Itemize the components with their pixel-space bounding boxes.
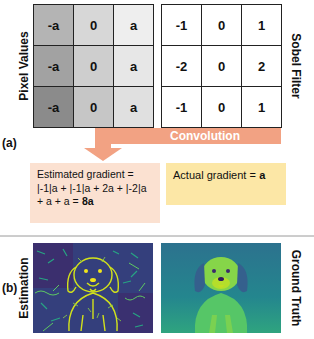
illustration-part <box>212 269 216 273</box>
illustration-part <box>35 263 145 331</box>
pixel-cell: -a <box>33 4 74 46</box>
illustration-part <box>63 257 121 321</box>
illustration-part <box>69 293 117 331</box>
illustration-part <box>84 269 102 282</box>
illustration-part <box>110 267 118 292</box>
illustration-part <box>74 258 112 292</box>
estimation-image <box>33 243 153 333</box>
illustration-part <box>37 249 143 327</box>
arrow-label: Convolution <box>130 128 280 144</box>
illustration-part <box>161 243 281 333</box>
illustration-part <box>68 267 76 292</box>
filter-cell: -1 <box>161 4 202 46</box>
illustration-part <box>194 263 205 292</box>
axis-label: Ground Truth <box>289 250 303 327</box>
illustration-part <box>218 277 224 281</box>
illustration-part <box>90 278 96 282</box>
illustration-part <box>202 257 240 291</box>
illustration-part <box>226 269 230 273</box>
result-value: a <box>259 169 265 181</box>
convolution-arrow <box>84 128 281 161</box>
pixel-cell: a <box>113 45 154 87</box>
pixel-cell: 0 <box>73 45 114 87</box>
illustration-part <box>37 249 143 327</box>
panel-tag: (a) <box>2 136 17 150</box>
estimate-box: Estimated gradient = |-1|a + |-1|a + 2a … <box>30 163 160 223</box>
illustration-part <box>68 258 119 331</box>
formula-text: Actual gradient = <box>173 169 256 181</box>
filter-cell: 0 <box>201 45 242 87</box>
filter-cell: 0 <box>201 4 242 46</box>
pixel-cell: a <box>113 86 154 128</box>
filter-cell: 1 <box>241 86 282 128</box>
filter-cell: 0 <box>201 86 242 128</box>
separator-line <box>0 236 314 237</box>
illustration-part <box>90 289 96 291</box>
illustration-part <box>209 315 217 333</box>
pixel-cell: a <box>113 4 154 46</box>
illustration-part <box>33 243 73 288</box>
filter-cell: 1 <box>241 4 282 46</box>
illustration-part <box>84 269 88 273</box>
filter-cell: -1 <box>161 86 202 128</box>
ground-truth-image <box>161 243 281 333</box>
illustration-part <box>87 283 99 286</box>
arrow-band <box>95 128 281 144</box>
pixel-cell: 0 <box>73 86 114 128</box>
illustration-part <box>33 243 153 333</box>
pixel-cell: -a <box>33 45 74 87</box>
axis-label: Estimation <box>17 257 31 318</box>
pixel-cell: -a <box>33 86 74 128</box>
actual-box: Actual gradient =a <box>166 163 286 205</box>
illustration-part <box>218 285 224 288</box>
filter-cell: 2 <box>241 45 282 87</box>
illustration-part <box>195 293 247 333</box>
illustration-part <box>35 263 145 331</box>
illustration-part <box>98 269 102 273</box>
pixel-cell: 0 <box>73 4 114 46</box>
illustration-part <box>63 257 121 321</box>
filter-cell: -2 <box>161 45 202 87</box>
panel-tag: (b) <box>2 281 17 295</box>
result-value: 8a <box>82 195 94 207</box>
axis-label: Pixel Values <box>17 31 31 100</box>
illustration-part <box>225 315 233 333</box>
illustration-part <box>212 277 230 289</box>
illustration-part <box>237 263 248 292</box>
arrow-head <box>84 148 122 161</box>
axis-label: Sobel Filter <box>289 33 303 98</box>
illustration-part <box>81 299 105 331</box>
